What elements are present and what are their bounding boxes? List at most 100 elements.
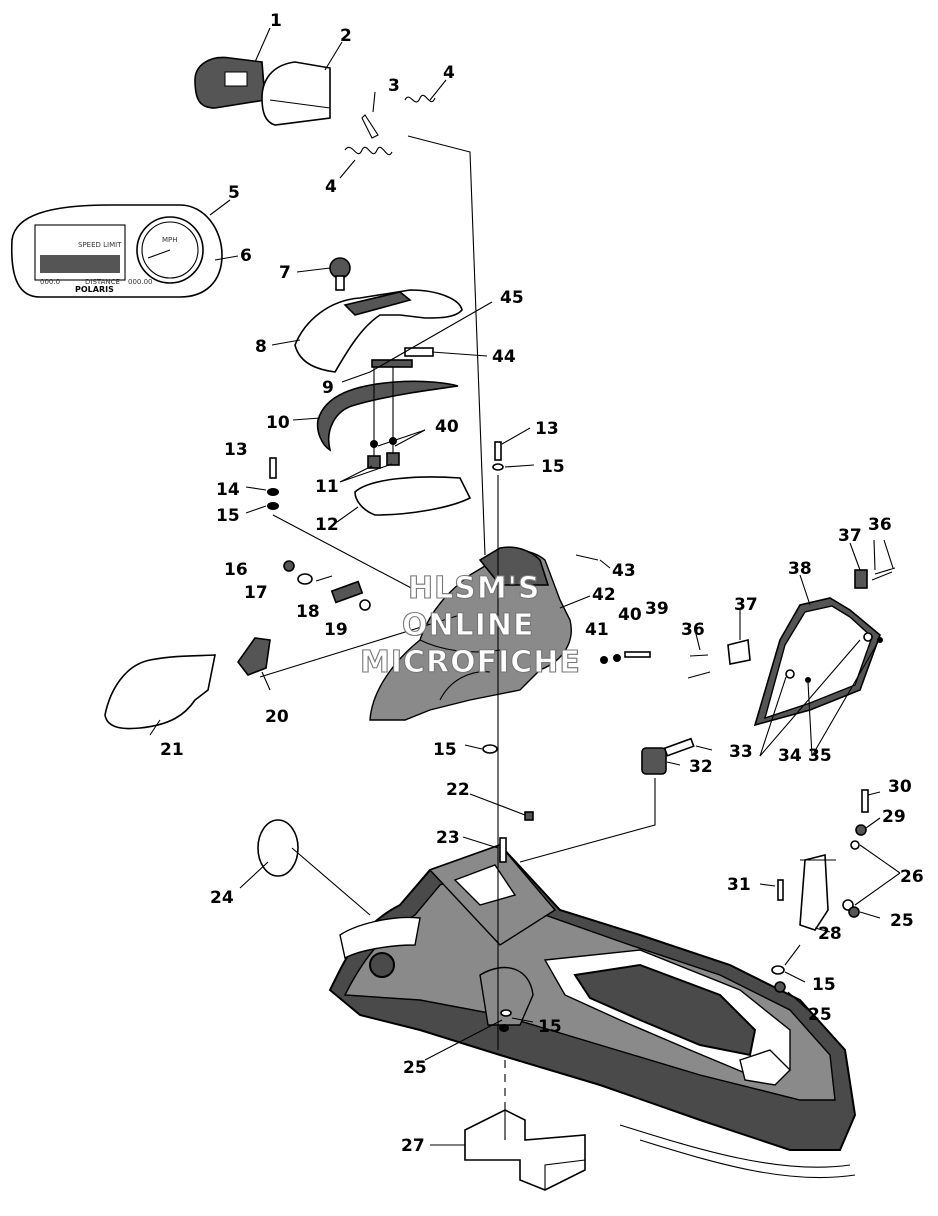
- callout-labels: 1 2 3 4 4 5 6 7 8 9 10 11 12 13 13 14 15…: [160, 11, 924, 1156]
- display-bezel: [194, 56, 331, 126]
- nut-16: [283, 560, 295, 572]
- callout-28: 28: [818, 924, 842, 944]
- callout-38: 38: [788, 559, 812, 579]
- callout-9: 9: [322, 378, 334, 398]
- watermark: HLSM'S ONLINE MICROFICHE: [359, 570, 581, 680]
- callout-2: 2: [340, 26, 352, 46]
- callout-35: 35: [808, 746, 832, 766]
- callout-22: 22: [446, 780, 470, 800]
- callout-30: 30: [888, 777, 912, 797]
- callout-20: 20: [265, 707, 289, 727]
- screw-19: [359, 599, 371, 611]
- gauge-brand: POLARIS: [75, 285, 114, 294]
- callout-24: 24: [210, 888, 234, 908]
- callout-27: 27: [401, 1136, 425, 1156]
- callout-17: 17: [244, 583, 268, 603]
- callout-5: 5: [228, 183, 240, 203]
- bolt-30: [861, 789, 869, 813]
- callout-37b: 37: [734, 595, 758, 615]
- cover-plate: [354, 476, 472, 516]
- standoff-bracket: [799, 853, 829, 931]
- callout-37a: 37: [838, 526, 862, 546]
- bolt-31: [777, 879, 784, 901]
- handlebar-pod: [369, 546, 572, 721]
- callout-39: 39: [645, 599, 669, 619]
- leader-lines: [149, 27, 901, 1146]
- callout-12: 12: [315, 515, 339, 535]
- callout-26: 26: [900, 867, 924, 887]
- callout-23: 23: [436, 828, 460, 848]
- callout-14: 14: [216, 480, 240, 500]
- callout-34: 34: [778, 746, 802, 766]
- gauge-left-readout: 000.0: [40, 278, 60, 286]
- callout-40a: 40: [618, 605, 642, 625]
- callout-15c: 15: [433, 740, 457, 760]
- grip-mount: [237, 637, 271, 676]
- callout-4b: 4: [325, 177, 337, 197]
- callout-19: 19: [324, 620, 348, 640]
- pin: [361, 114, 379, 139]
- gauge-right-readout: 000.00: [128, 278, 153, 286]
- link-bar: [371, 359, 413, 368]
- ignition-switch: [641, 737, 695, 775]
- callout-25a: 25: [890, 911, 914, 931]
- callout-36a: 36: [868, 515, 892, 535]
- callout-6: 6: [240, 246, 252, 266]
- gauge-speed-label: SPEED LIMIT: [78, 241, 122, 249]
- callout-13b: 13: [535, 419, 559, 439]
- callout-44: 44: [492, 347, 516, 367]
- knob: [329, 257, 351, 279]
- lockwasher: [267, 488, 279, 496]
- handlebar-grip: [104, 654, 216, 730]
- bolt-13-left: [269, 457, 277, 479]
- callout-3: 3: [388, 76, 400, 96]
- callout-33: 33: [729, 742, 753, 762]
- mount-bracket: [464, 1109, 586, 1191]
- washer-15-center: [482, 744, 498, 754]
- watermark-line-3: MICROFICHE: [360, 645, 581, 680]
- throttle-cover: [294, 257, 463, 373]
- callout-31: 31: [727, 875, 751, 895]
- hull-body: [328, 843, 857, 1179]
- callout-15d: 15: [812, 975, 836, 995]
- gauge-unit-label: MPH: [162, 236, 178, 244]
- spring-upper: [404, 94, 436, 103]
- callout-13a: 13: [224, 440, 248, 460]
- callout-45: 45: [500, 288, 524, 308]
- bolt-23: [499, 837, 507, 863]
- throttle-lever: [316, 380, 459, 452]
- callout-41: 41: [585, 620, 609, 640]
- callout-43: 43: [612, 561, 636, 581]
- callout-32: 32: [689, 757, 713, 777]
- callout-8: 8: [255, 337, 267, 357]
- gauge-cluster: MPH POLARIS DISTANCE SPEED LIMIT 000.0 0…: [10, 204, 223, 298]
- callout-18: 18: [296, 602, 320, 622]
- nut-22: [524, 811, 534, 821]
- bolt-13-center: [494, 441, 502, 461]
- callout-16: 16: [224, 560, 248, 580]
- spring-lower: [344, 146, 393, 156]
- washer: [267, 502, 279, 510]
- callout-1: 1: [270, 11, 282, 31]
- nut-left: [367, 455, 381, 469]
- clamp-18: [330, 580, 364, 604]
- bracket-lower: [727, 638, 751, 665]
- callout-15e: 15: [538, 1017, 562, 1037]
- callout-25c: 25: [403, 1058, 427, 1078]
- callout-11: 11: [315, 477, 339, 497]
- washer-17: [297, 573, 313, 585]
- bracket-upper: [854, 569, 868, 589]
- callout-15a: 15: [216, 506, 240, 526]
- callout-40b: 40: [435, 417, 459, 437]
- nut-right: [386, 452, 400, 466]
- callout-42: 42: [592, 585, 616, 605]
- gauge-distance-label: DISTANCE: [85, 278, 120, 286]
- pin-43: [575, 554, 599, 561]
- callout-7: 7: [279, 263, 291, 283]
- callout-15b: 15: [541, 457, 565, 477]
- watermark-line-1: HLSM'S: [408, 571, 540, 606]
- callout-10: 10: [266, 413, 290, 433]
- callout-29: 29: [882, 807, 906, 827]
- callout-4a: 4: [443, 63, 455, 83]
